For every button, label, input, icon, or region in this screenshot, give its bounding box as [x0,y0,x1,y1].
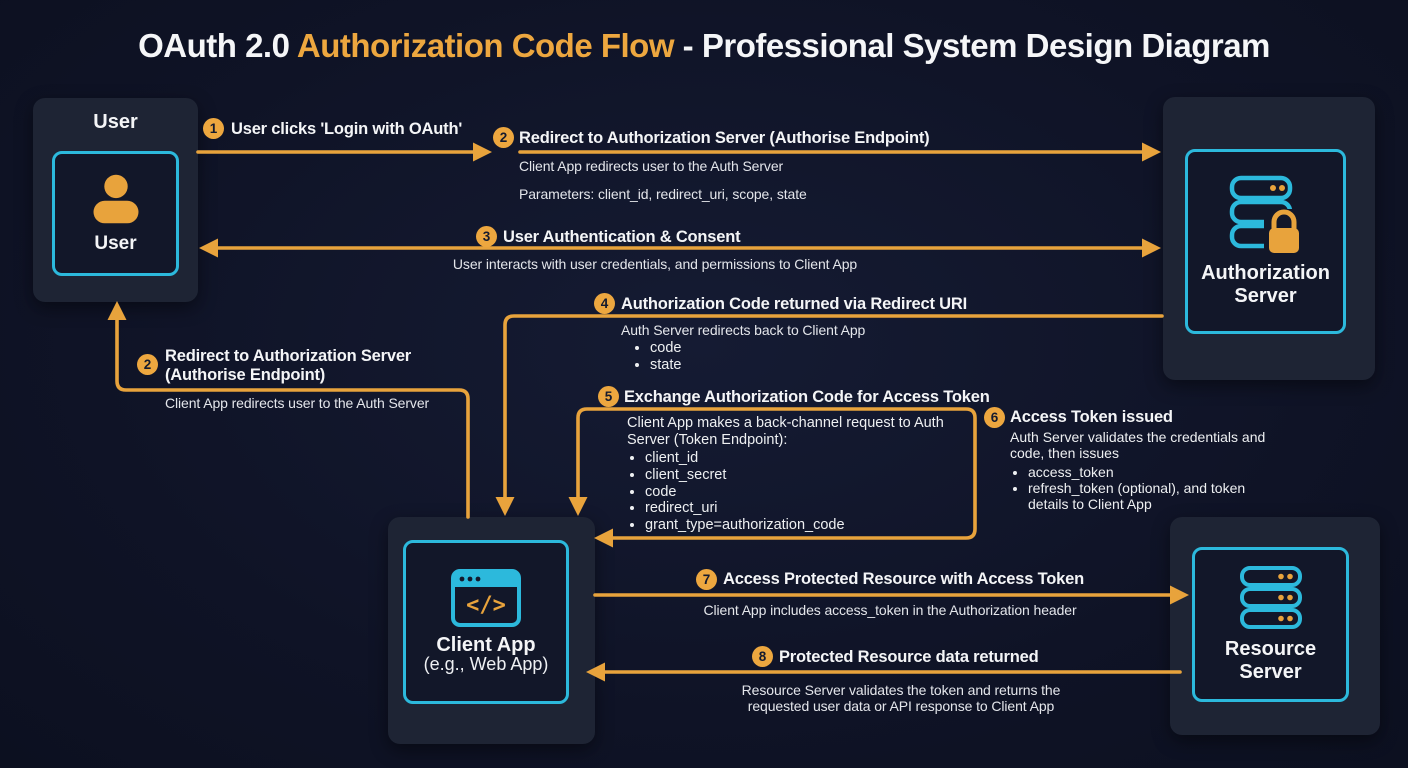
step-8-badge: 8 [752,646,773,667]
step-5-bullet-list: client_id client_secret code redirect_ur… [627,450,962,534]
step-5-details: Client App makes a back-channel request … [627,415,962,534]
step-3-heading: User Authentication & Consent [503,228,741,246]
step-2b-heading-line1: Redirect to Authorization Server [165,347,412,365]
step-6-bullet-list: access_token refresh_token (optional), a… [1010,464,1278,513]
step-4-bullet: state [650,357,681,374]
client-app-node-sublabel: (e.g., Web App) [423,654,549,675]
arrowhead-step3-right [1142,238,1161,258]
arrowhead-step1 [473,142,492,162]
step-8-heading: Protected Resource data returned [779,648,1039,666]
step-4-bullet: code [650,340,681,357]
user-node-box: User [52,151,179,276]
arrowhead-step4-down [495,497,515,516]
step-5-bullet: redirect_uri [645,500,962,517]
resource-server-node: Resource Server [1170,517,1380,735]
step-2b-heading: Redirect to Authorization Server (Author… [165,347,411,385]
step-4-subtext: Auth Server redirects back to Client App [621,322,866,338]
server-lock-icon [1229,175,1304,253]
browser-code-icon: </> [451,569,521,628]
step-2b-heading-line2: (Authorise Endpoint) [165,366,326,384]
step-5-bullet: client_id [645,450,962,467]
title-suffix: - Professional System Design Diagram [674,27,1271,64]
step-4-bullet-list: code state [632,340,681,374]
arrowhead-redirect-up [107,301,127,320]
step-8-subtext: Resource Server validates the token and … [741,682,1061,715]
auth-server-node-box: Authorization Server [1185,149,1346,334]
user-node-title: User [93,111,138,133]
step-6-bullet: access_token [1028,464,1278,480]
client-app-node-label: Client App [436,634,536,657]
code-glyph: </> [466,593,506,618]
step-1-badge: 1 [203,118,224,139]
step-3-subtext: User interacts with user credentials, an… [452,256,858,272]
step-7-heading: Access Protected Resource with Access To… [723,570,1084,588]
step-5-bullet: client_secret [645,467,962,484]
page-title: OAuth 2.0 Authorization Code Flow - Prof… [0,27,1408,65]
step-6-subtext: Auth Server validates the credentials an… [1010,429,1266,461]
user-node: User User [33,98,198,302]
auth-server-node-label: Authorization Server [1201,262,1330,307]
user-node-label: User [94,233,137,255]
step-6-heading: Access Token issued [1010,408,1173,426]
step-1-heading: User clicks 'Login with OAuth' [231,120,463,138]
arrowhead-step5-down [568,497,588,516]
step-7-subtext: Client App includes access_token in the … [703,602,1077,618]
resource-server-node-label: Resource Server [1224,638,1317,683]
step-7-badge: 7 [696,569,717,590]
step-5-bullet: grant_type=authorization_code [645,517,962,534]
arrowhead-step3-left [199,238,218,258]
resource-server-node-box: Resource Server [1192,547,1349,702]
step-2-heading: Redirect to Authorization Server (Author… [519,129,930,147]
step-4-badge: 4 [594,293,615,314]
title-highlight: Authorization Code Flow [296,27,675,64]
step-3-badge: 3 [476,226,497,247]
title-prefix: OAuth 2.0 [138,27,297,64]
arrowhead-step2 [1142,142,1161,162]
arrowhead-step5-left [594,528,613,548]
step-5-heading: Exchange Authorization Code for Access T… [624,388,990,406]
step-2b-subtext: Client App redirects user to the Auth Se… [165,395,430,411]
auth-server-node: Authorization Server [1163,97,1375,380]
step-5-subtext: Client App makes a back-channel request … [627,415,944,448]
step-5-bullet: code [645,484,962,501]
server-stack-icon [1239,566,1302,629]
step-6-badge: 6 [984,407,1005,428]
step-6-bullet: refresh_token (optional), and token deta… [1028,480,1278,512]
client-app-node: </> Client App (e.g., Web App) [388,517,595,744]
step-6-details: Auth Server validates the credentials an… [1010,429,1278,513]
step-5-badge: 5 [598,386,619,407]
step-2-subtext: Client App redirects user to the Auth Se… [519,158,784,174]
step-2-badge: 2 [493,127,514,148]
step-2-parameters: Parameters: client_id, redirect_uri, sco… [519,186,807,202]
person-icon [93,174,138,224]
step-2b-badge: 2 [137,354,158,375]
client-app-node-box: </> Client App (e.g., Web App) [403,540,569,704]
step-4-heading: Authorization Code returned via Redirect… [621,295,967,313]
